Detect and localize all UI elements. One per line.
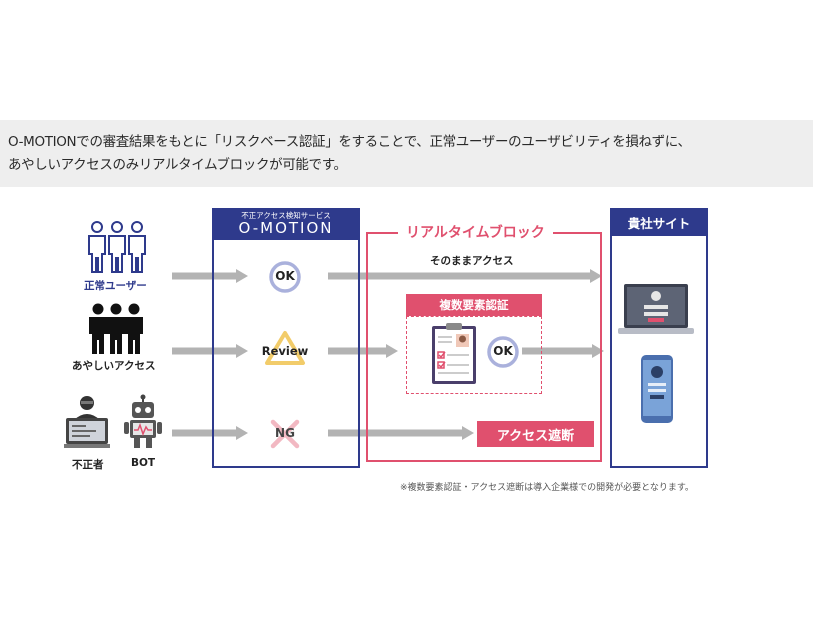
normal-users-icon [88, 221, 146, 273]
arrowhead [236, 269, 248, 283]
arrowhead [590, 269, 602, 283]
arrowhead [236, 344, 248, 358]
fraudster-label: 不正者 [72, 459, 104, 471]
site-header [610, 208, 708, 236]
access-block-label: アクセス遮断 [496, 429, 575, 444]
normal-users-label: 正常ユーザー [84, 280, 147, 292]
service-logo: O-MOTION [238, 219, 334, 237]
bot-icon [124, 394, 162, 448]
smartphone-login-icon [641, 355, 673, 423]
access-block-badge [477, 421, 594, 447]
site-title: 貴社サイト [627, 216, 691, 231]
mfa-ok-ring-icon [487, 336, 519, 368]
review-triangle-icon [265, 331, 305, 365]
arrowhead [462, 426, 474, 440]
site-box [610, 208, 708, 468]
caption-line-2: あやしいアクセスのみリアルタイムブロックが可能です。 [8, 157, 347, 173]
verdict-review: Review [261, 344, 309, 358]
service-subtitle: 不正アクセス検知サービス [241, 211, 331, 220]
arrowhead [386, 344, 398, 358]
laptop-login-icon [618, 284, 694, 334]
arrowhead [592, 344, 604, 358]
verdict-ng: NG [275, 426, 295, 440]
realtime-block-title: リアルタイムブロック [398, 222, 553, 242]
service-header [212, 208, 360, 240]
mfa-title: 複数要素認証 [439, 298, 509, 312]
verdict-ok: OK [275, 269, 295, 283]
mfa-verdict-ok: OK [493, 344, 513, 358]
bot-label: BOT [131, 457, 156, 469]
caption-line-1: O-MOTIONでの審査結果をもとに「リスクベース認証」をすることで、正常ユーザ… [8, 134, 691, 150]
footnote: ※複数要素認証・アクセス遮断は導入企業様での開発が必要となります。 [400, 483, 694, 493]
suspicious-users-label: あやしいアクセス [72, 360, 156, 372]
mfa-box [406, 316, 542, 394]
fraudster-icon [64, 396, 110, 448]
ok-ring-icon [269, 261, 301, 293]
caption-band: O-MOTIONでの審査結果をもとに「リスクベース認証」をすることで、正常ユーザ… [0, 120, 813, 187]
mfa-header [406, 294, 542, 316]
document-check-icon [432, 323, 476, 384]
suspicious-users-icon [89, 303, 143, 354]
ng-cross-icon [270, 419, 300, 449]
arrowhead [236, 426, 248, 440]
pass-through-label: そのままアクセス [430, 255, 514, 267]
